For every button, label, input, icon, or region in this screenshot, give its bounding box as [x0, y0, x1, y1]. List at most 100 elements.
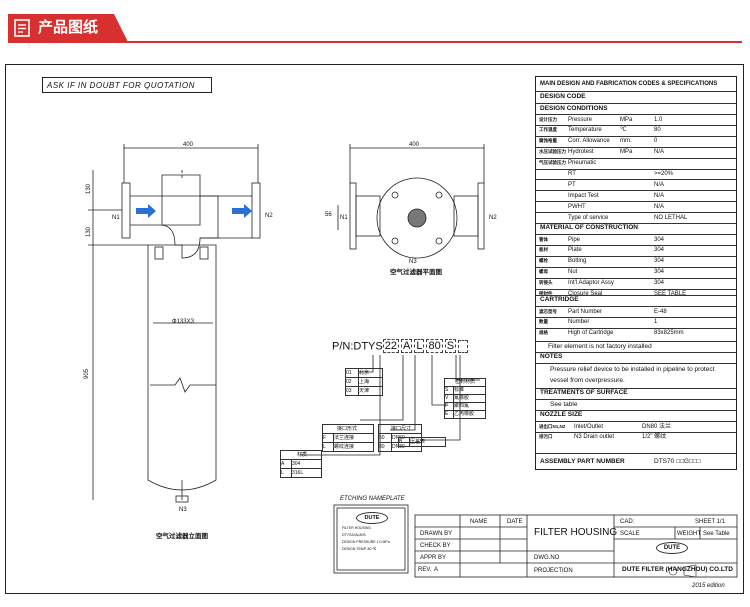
plan-width: 400: [409, 142, 420, 148]
spec-cond-cell: MPa: [620, 116, 633, 123]
tb-projection: PROJECTION: [534, 568, 573, 574]
etching-line-4: DESIGN TEMP. 80 ℃: [342, 547, 377, 551]
spec-noz-cell: 排污口: [539, 434, 553, 440]
spec-mat-cell: Int'l Adaptor Assy: [568, 280, 614, 287]
spec-cart-cell: 规格: [539, 330, 548, 336]
spec-material: MATERIAL OF CONSTRUCTION: [540, 224, 638, 231]
tb-dwg: DWG.NO: [534, 555, 560, 561]
spec-cart-cell: 数量: [539, 319, 548, 325]
spec-cond-cell: ℃: [620, 127, 627, 134]
spec-cond-cell: 设计压力: [539, 116, 557, 122]
spec-mat-row-line: [536, 266, 736, 268]
front-dia: Ф133X3: [172, 319, 194, 325]
pn-title: P/N:DTYS: [332, 340, 383, 353]
spec-cond-row-line: [536, 168, 736, 170]
spec-design-code: DESIGN CODE: [540, 93, 586, 100]
spec-cond-cell: 水压试验压力: [539, 149, 566, 155]
spec-mat-row-line: [536, 244, 736, 246]
tb-edition: 2015 edition: [692, 583, 725, 589]
pn-seal-name: 氟橡胶: [454, 395, 470, 401]
plan-n2-flange: [477, 182, 485, 250]
pn-seal-name: 乙丙橡胶: [454, 411, 475, 417]
front-n2: N2: [265, 213, 273, 219]
pn-loc-name: 上海: [359, 379, 370, 385]
pn-material-name: 316L: [292, 470, 304, 476]
break-line: [150, 377, 216, 393]
spec-cond-cell: Corr. Allowance: [568, 138, 610, 145]
spec-cart-cell: 1: [654, 319, 658, 326]
etching-line-2: DTYS22AL80S: [342, 533, 366, 537]
plan-caption: 空气过滤器平面图: [390, 269, 442, 276]
spec-noz-cell: N3 Drain outlet: [574, 434, 615, 441]
pn-type-code: L: [323, 443, 334, 451]
plan-n1: N1: [340, 215, 348, 221]
spec-mat-cell: 螺母: [539, 269, 548, 275]
spec-cond-cell: 80: [654, 127, 661, 134]
spec-cond-cell: mm.: [620, 138, 632, 145]
spec-cart-note: Filter element is not factory installed: [548, 343, 652, 350]
pn-loc-code: 02: [346, 378, 359, 386]
document-icon: [14, 19, 30, 37]
spec-mat-cell: Pipe: [568, 236, 581, 243]
tb-scale: SCALE: [620, 531, 640, 537]
spec-cart-row-line: [536, 316, 736, 318]
spec-cond-row-line: [536, 179, 736, 181]
pn-loc-code: 03: [346, 387, 359, 395]
spec-mat-row-line: [536, 277, 736, 279]
front-n3: N3: [179, 507, 187, 513]
pn-seal-code: E: [445, 411, 454, 418]
spec-notes: NOTES: [540, 353, 563, 360]
quotation-note-text: ASK IF IN DOUBT FOR QUOTATION: [47, 81, 195, 90]
quotation-note: ASK IF IN DOUBT FOR QUOTATION: [42, 77, 212, 93]
tb-sheet: SHEET 1/1: [695, 519, 725, 525]
spec-mat-cell: 304: [654, 258, 665, 265]
etching-line-1: FILTER HOUSING: [342, 526, 372, 530]
spec-cond-row-line: [536, 135, 736, 137]
pn-type-code: F: [323, 434, 334, 442]
front-height: 905: [84, 368, 91, 380]
n2-flange: [251, 182, 261, 239]
pn-seg-5: [458, 340, 469, 353]
spec-mat-row-line: [536, 288, 736, 290]
vessel-head: [161, 174, 201, 226]
tb-name: NAME: [470, 519, 488, 525]
header-badge: [8, 14, 128, 42]
pn-material-name: 304: [292, 461, 301, 467]
plan-n2: N2: [489, 215, 497, 221]
spec-cond-row-line: [536, 201, 736, 203]
pn-seal-name: 标准: [454, 387, 465, 393]
projection-symbol-icon: [668, 566, 678, 576]
spec-mat-cell: 304: [654, 236, 665, 243]
spec-design-conditions: DESIGN CONDITIONS: [540, 105, 608, 112]
tb-logo: DUTE: [656, 542, 688, 554]
spec-cart-cell: 滤芯型号: [539, 308, 557, 314]
spec-cond-cell: Pneumatic: [568, 160, 597, 167]
page-title: 产品图纸: [38, 19, 99, 36]
vessel-body: [147, 244, 217, 491]
spec-cond-cell: Type of service: [568, 214, 609, 221]
spec-cond-cell: Hydrotest: [568, 149, 594, 156]
spec-cond-cell: RT: [568, 171, 576, 177]
plan-n3: N3: [409, 259, 417, 265]
spec-cond-cell: >=20%: [654, 171, 674, 177]
spec-cart-row-line: [536, 327, 736, 329]
spec-assembly-val: DTS70 □□G□□□: [654, 458, 701, 465]
nameplate: [333, 504, 409, 574]
inlet-pipe: [130, 195, 219, 259]
spec-cond-row-line: [536, 146, 736, 148]
pn-pres-code: B: [399, 438, 410, 446]
spec-noz-cell: 进出口N1,N2: [539, 423, 566, 429]
spec-assembly: ASSEMBLY PART NUMBER: [540, 458, 625, 465]
front-n1: N1: [112, 215, 120, 221]
pn-seg-0: 22: [382, 339, 399, 354]
title-block: [414, 514, 738, 578]
